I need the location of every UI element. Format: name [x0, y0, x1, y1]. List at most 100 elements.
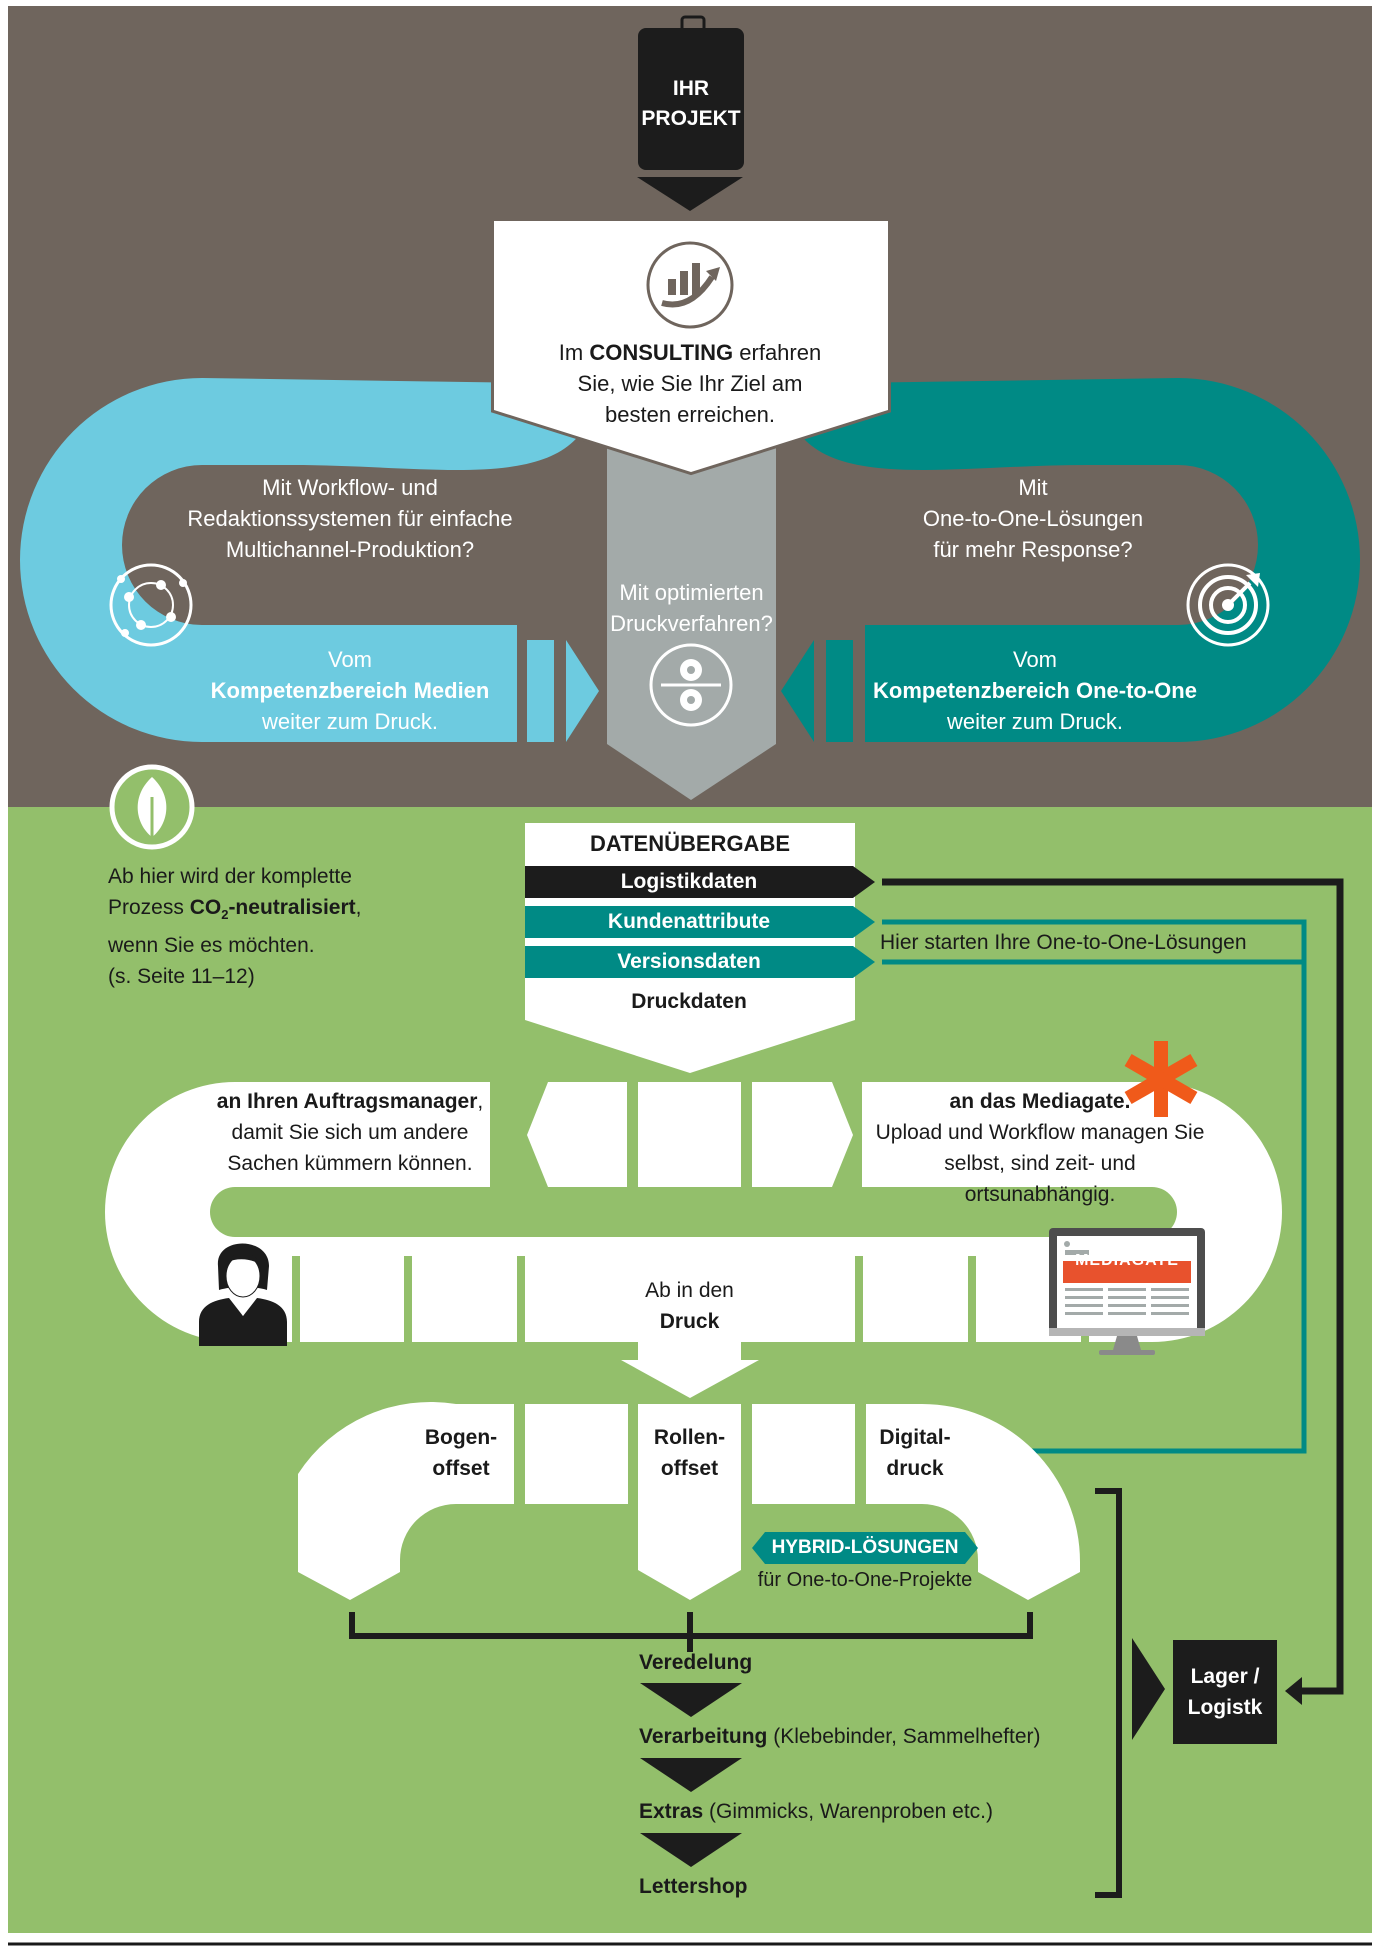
to-print-text: Ab in den Druck — [638, 1275, 741, 1337]
druckdaten-label: Druckdaten — [631, 990, 747, 1013]
right-question-line2: One-to-One-Lösungen — [922, 506, 1144, 531]
bogenoffset-line2: offset — [432, 1457, 490, 1480]
co2-line4: (s. Seite 11–12) — [108, 965, 255, 989]
finishing-3-post: (Gimmicks, Warenproben etc.) — [703, 1800, 994, 1823]
print-track — [298, 1401, 514, 1600]
lager-line1: Lager / — [1190, 1665, 1260, 1688]
lager-arrow — [1132, 1638, 1165, 1740]
project-line2: PROJEKT — [641, 107, 741, 130]
digitaldruck-label: Digital- druck — [870, 1422, 960, 1484]
logistics-line — [882, 878, 1344, 1695]
digitaldruck-line2: druck — [886, 1457, 944, 1480]
left-track-arrow — [566, 640, 599, 742]
rollenoffset-line2: offset — [660, 1457, 719, 1480]
right-question-line1: Mit — [1018, 475, 1048, 500]
co2-bold: CO — [189, 896, 222, 919]
co2-sub: 2 — [221, 907, 229, 923]
to-print-line1: Ab in den — [645, 1279, 734, 1302]
datenuebergabe-title: DATENÜBERGABE — [589, 831, 791, 856]
middle-question: Mit optimierten Druckverfahren? — [607, 577, 776, 639]
mediagate-bold: an das Mediagate. — [949, 1090, 1131, 1113]
hybrid-badge — [752, 1532, 978, 1564]
digitaldruck-line1: Digital- — [879, 1426, 951, 1449]
monitor-icon — [1049, 1228, 1205, 1355]
arrow-down-1 — [640, 1683, 742, 1717]
versionsdaten-bar-bg — [525, 946, 853, 978]
leaf-icon — [109, 764, 195, 850]
manager-text: an Ihren Auftragsmanager, damit Sie sich… — [190, 1086, 510, 1179]
co2-bold2: -neutralisiert — [228, 896, 356, 919]
track-arrow-right — [752, 1082, 853, 1187]
bogenoffset-line1: Bogen- — [424, 1426, 498, 1449]
right-question-line3: für mehr Response? — [933, 537, 1133, 562]
finishing-2-bold: Verarbeitung — [639, 1725, 768, 1748]
left-from-text: Vom Kompetenzbereich Medien weiter zum D… — [188, 644, 512, 737]
arrow-down-3 — [640, 1833, 742, 1867]
print-segment-rollen — [638, 1404, 741, 1600]
co2-text: Ab hier wird der komplette Prozess CO2-n… — [108, 861, 368, 992]
mediagate-screen-label: MEDIAGATE — [1075, 1252, 1179, 1269]
target-icon — [1186, 563, 1270, 647]
right-branch-track — [783, 378, 1360, 742]
finishing-4-bold: Lettershop — [639, 1875, 748, 1898]
asterisk-icon — [1124, 1041, 1198, 1117]
person-icon — [199, 1243, 287, 1346]
left-question-line3: Multichannel-Produktion? — [225, 537, 475, 562]
print-segment-1 — [525, 1404, 628, 1504]
co2-line1: Ab hier wird der komplette — [108, 865, 352, 888]
project-line1: IHR — [672, 77, 710, 100]
left-question-line1: Mit Workflow- und — [262, 475, 438, 500]
manager-line2: damit Sie sich um andere — [231, 1121, 469, 1144]
track-arrow-left — [527, 1082, 627, 1187]
consulting-bold: CONSULTING — [589, 340, 734, 365]
print-rollers-icon — [649, 643, 733, 727]
left-from-bold: Kompetenzbereich Medien — [210, 678, 490, 703]
logistics-arrow — [1285, 1677, 1302, 1705]
co2-line3: wenn Sie es möchten. — [108, 934, 315, 958]
mediagate-text: an das Mediagate. Upload und Workflow ma… — [870, 1086, 1210, 1210]
middle-question-line2: Druckverfahren? — [610, 611, 773, 636]
one-to-one-note: Hier starten Ihre One-to-One-Lösungen — [880, 931, 1247, 954]
right-from-line1: Vom — [1012, 647, 1058, 672]
left-from-line3: weiter zum Druck. — [261, 709, 439, 734]
kundenattribute-label: Kundenattribute — [607, 910, 771, 933]
middle-question-line1: Mit optimierten — [619, 580, 764, 605]
rollenoffset-line1: Rollen- — [653, 1426, 726, 1449]
finishing-2: Verarbeitung (Klebebinder, Sammelhefter) — [639, 1721, 1139, 1752]
clipboard-icon — [637, 15, 744, 211]
lager-box — [1173, 1640, 1277, 1744]
workflow-track — [105, 1082, 1282, 1342]
kundenattribute-bar-bg — [525, 906, 853, 938]
finishing-1: Veredelung — [639, 1647, 1139, 1678]
to-print-line2: Druck — [659, 1310, 720, 1333]
lager-line2: Logistk — [1187, 1696, 1263, 1719]
left-question: Mit Workflow- und Redaktionssystemen für… — [185, 472, 515, 565]
project-label: IHR PROJEKT — [638, 74, 744, 134]
chart-growth-icon — [646, 241, 734, 329]
left-branch-track — [20, 378, 597, 742]
consulting-line2: Sie, wie Sie Ihr Ziel am — [577, 371, 803, 396]
to-print-block — [621, 1256, 759, 1398]
consulting-pre: Im — [558, 340, 590, 365]
network-globe-icon — [109, 563, 193, 647]
manager-bold: an Ihren Auftragsmanager — [216, 1090, 478, 1113]
left-from-line1: Vom — [327, 647, 373, 672]
print-track-right — [866, 1404, 1080, 1600]
hybrid-sub: für One-to-One-Projekte — [757, 1569, 973, 1591]
manager-line3: Sachen kümmern können. — [227, 1152, 473, 1175]
logistikdaten-bar-bg — [525, 866, 853, 898]
finishing-3: Extras (Gimmicks, Warenproben etc.) — [639, 1796, 1139, 1827]
finishing-3-bold: Extras — [639, 1800, 704, 1823]
bogenoffset-label: Bogen- offset — [406, 1422, 516, 1484]
finishing-2-post: (Klebebinder, Sammelhefter) — [767, 1725, 1041, 1748]
middle-branch-track — [607, 430, 776, 800]
finishing-1-bold: Veredelung — [639, 1651, 753, 1674]
finishing-4: Lettershop — [639, 1871, 1139, 1902]
arrow-down-2 — [640, 1758, 742, 1792]
right-track-segment — [826, 640, 853, 742]
rollenoffset-label: Rollen- offset — [638, 1422, 741, 1484]
mediagate-line2: Upload und Workflow managen Sie — [875, 1121, 1205, 1144]
logistikdaten-label: Logistikdaten — [620, 870, 758, 893]
right-from-text: Vom Kompetenzbereich One-to-One weiter z… — [870, 644, 1200, 737]
